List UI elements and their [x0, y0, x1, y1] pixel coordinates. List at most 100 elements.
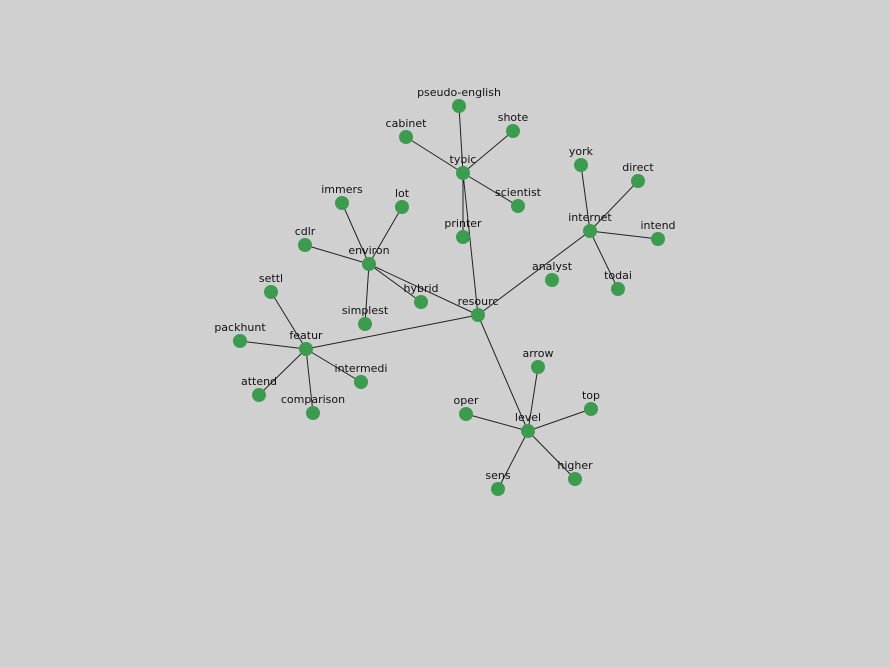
node-label-resourc: resourc: [458, 295, 499, 308]
node-hybrid[interactable]: hybrid: [403, 282, 439, 309]
node-pseudo-english[interactable]: pseudo-english: [417, 86, 501, 113]
node-york[interactable]: york: [569, 145, 594, 172]
node-lot[interactable]: lot: [395, 187, 410, 214]
node-arrow[interactable]: arrow: [522, 347, 554, 374]
node-label-direct: direct: [622, 161, 654, 174]
node-environ[interactable]: environ: [348, 244, 390, 271]
node-label-intermedi: intermedi: [335, 362, 388, 375]
edge-internet-resourc: [477, 230, 591, 316]
node-resourc[interactable]: resourc: [458, 295, 499, 322]
node-dot-hybrid[interactable]: [414, 295, 428, 309]
node-label-environ: environ: [348, 244, 389, 257]
node-cdlr[interactable]: cdlr: [295, 225, 316, 252]
edge-environ-hybrid: [368, 263, 422, 303]
node-dot-settl[interactable]: [264, 285, 278, 299]
node-label-simplest: simplest: [342, 304, 389, 317]
node-dot-featur[interactable]: [299, 342, 313, 356]
node-internet[interactable]: internet: [568, 211, 612, 238]
node-featur[interactable]: featur: [289, 329, 323, 356]
edge-environ-resourc: [368, 263, 479, 316]
node-label-lot: lot: [395, 187, 410, 200]
node-dot-todai[interactable]: [611, 282, 625, 296]
node-dot-intend[interactable]: [651, 232, 665, 246]
edge-tybic-resourc: [462, 172, 479, 316]
node-oper[interactable]: oper: [453, 394, 479, 421]
node-scientist[interactable]: scientist: [495, 186, 542, 213]
node-direct[interactable]: direct: [622, 161, 654, 188]
node-label-cdlr: cdlr: [295, 225, 316, 238]
edge-internet-york: [580, 164, 591, 232]
edge-featur-settl: [270, 291, 307, 350]
node-dot-comparison[interactable]: [306, 406, 320, 420]
node-dot-cdlr[interactable]: [298, 238, 312, 252]
node-comparison[interactable]: comparison: [281, 393, 345, 420]
node-intend[interactable]: intend: [640, 219, 676, 246]
node-higher[interactable]: higher: [557, 459, 593, 486]
node-dot-pseudo-english[interactable]: [452, 99, 466, 113]
node-label-analyst: analyst: [532, 260, 573, 273]
node-settl[interactable]: settl: [259, 272, 283, 299]
node-cabinet[interactable]: cabinet: [386, 117, 428, 144]
node-printer[interactable]: printer: [444, 217, 482, 244]
node-dot-arrow[interactable]: [531, 360, 545, 374]
node-dot-resourc[interactable]: [471, 308, 485, 322]
node-dot-printer[interactable]: [456, 230, 470, 244]
node-dot-oper[interactable]: [459, 407, 473, 421]
node-label-pseudo-english: pseudo-english: [417, 86, 501, 99]
node-dot-internet[interactable]: [583, 224, 597, 238]
node-label-arrow: arrow: [522, 347, 553, 360]
edge-environ-cdlr: [304, 244, 370, 265]
node-dot-york[interactable]: [574, 158, 588, 172]
node-attend[interactable]: attend: [241, 375, 277, 402]
edge-level-sens: [497, 430, 529, 490]
node-top[interactable]: top: [582, 389, 600, 416]
node-immers[interactable]: immers: [321, 183, 363, 210]
node-intermedi[interactable]: intermedi: [335, 362, 388, 389]
node-label-cabinet: cabinet: [386, 117, 428, 130]
node-dot-higher[interactable]: [568, 472, 582, 486]
node-simplest[interactable]: simplest: [342, 304, 389, 331]
node-dot-top[interactable]: [584, 402, 598, 416]
edge-level-top: [527, 408, 592, 432]
edge-environ-simplest: [364, 263, 370, 325]
node-dot-direct[interactable]: [631, 174, 645, 188]
node-dot-immers[interactable]: [335, 196, 349, 210]
node-label-scientist: scientist: [495, 186, 542, 199]
graph-nodes: pseudo-english shote cabinet tybic scientist…: [214, 86, 676, 496]
edge-tybic-cabinet: [405, 136, 464, 174]
node-dot-simplest[interactable]: [358, 317, 372, 331]
node-todai[interactable]: todai: [604, 269, 632, 296]
node-label-settl: settl: [259, 272, 283, 285]
edge-environ-lot: [368, 206, 403, 265]
node-shote[interactable]: shote: [498, 111, 529, 138]
node-sens[interactable]: sens: [485, 469, 511, 496]
edge-featur-attend: [258, 348, 307, 396]
edge-tybic-shote: [462, 130, 514, 174]
node-level[interactable]: level: [515, 411, 541, 438]
edge-internet-todai: [589, 230, 619, 290]
node-analyst[interactable]: analyst: [532, 260, 573, 287]
node-label-level: level: [515, 411, 541, 424]
node-dot-shote[interactable]: [506, 124, 520, 138]
node-dot-sens[interactable]: [491, 482, 505, 496]
node-dot-tybic[interactable]: [456, 166, 470, 180]
node-label-comparison: comparison: [281, 393, 345, 406]
edge-tybic-scientist: [462, 172, 519, 207]
node-dot-lot[interactable]: [395, 200, 409, 214]
node-label-oper: oper: [453, 394, 478, 407]
node-dot-environ[interactable]: [362, 257, 376, 271]
node-tybic[interactable]: tybic: [450, 153, 477, 180]
node-dot-attend[interactable]: [252, 388, 266, 402]
node-dot-scientist[interactable]: [511, 199, 525, 213]
edge-level-resourc: [477, 314, 529, 432]
node-dot-cabinet[interactable]: [399, 130, 413, 144]
edge-level-arrow: [527, 366, 539, 432]
node-dot-intermedi[interactable]: [354, 375, 368, 389]
node-label-attend: attend: [241, 375, 277, 388]
node-dot-packhunt[interactable]: [233, 334, 247, 348]
edge-tybic-pseudo-english: [458, 105, 464, 174]
node-dot-level[interactable]: [521, 424, 535, 438]
node-packhunt[interactable]: packhunt: [214, 321, 266, 348]
node-dot-analyst[interactable]: [545, 273, 559, 287]
